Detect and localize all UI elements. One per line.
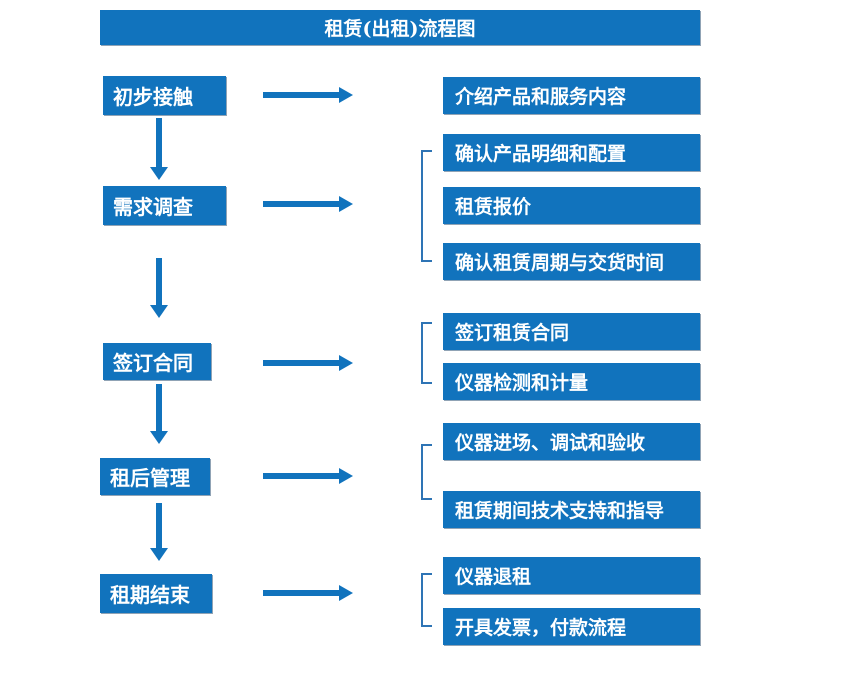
flow-arrow-down-icon	[150, 384, 168, 444]
step-box-sign-contract: 签订合同	[103, 343, 211, 380]
flow-arrow-right-icon	[263, 468, 353, 484]
flow-arrow-right-icon	[263, 87, 353, 103]
step-box-demand-survey: 需求调查	[103, 186, 226, 225]
detail-box-instrument-testing: 仪器检测和计量	[443, 363, 700, 400]
group-bracket	[421, 150, 432, 262]
group-bracket	[421, 573, 432, 627]
flow-arrow-right-icon	[263, 196, 353, 212]
group-bracket	[421, 444, 432, 500]
step-box-post-rental-management: 租后管理	[100, 458, 210, 495]
flow-arrow-down-icon	[150, 258, 168, 318]
detail-box-sign-rental-contract: 签订租赁合同	[443, 313, 700, 350]
flow-arrow-down-icon	[150, 118, 168, 180]
detail-box-confirm-product-config: 确认产品明细和配置	[443, 134, 700, 171]
detail-box-instrument-setup-acceptance: 仪器进场、调试和验收	[443, 423, 700, 460]
detail-box-instrument-return: 仪器退租	[443, 557, 700, 594]
detail-box-introduce-products: 介绍产品和服务内容	[443, 77, 700, 114]
flow-arrow-right-icon	[263, 585, 353, 601]
flow-arrow-right-icon	[263, 355, 353, 371]
flow-arrow-down-icon	[150, 503, 168, 561]
detail-box-tech-support: 租赁期间技术支持和指导	[443, 491, 700, 528]
flowchart-title: 租赁(出租)流程图	[100, 10, 700, 45]
group-bracket	[421, 322, 432, 384]
detail-box-confirm-period-delivery: 确认租赁周期与交货时间	[443, 243, 700, 280]
step-box-initial-contact: 初步接触	[103, 76, 226, 115]
detail-box-rental-quote: 租赁报价	[443, 187, 700, 224]
step-box-lease-end: 租期结束	[100, 574, 212, 613]
detail-box-invoice-payment: 开具发票，付款流程	[443, 608, 700, 645]
